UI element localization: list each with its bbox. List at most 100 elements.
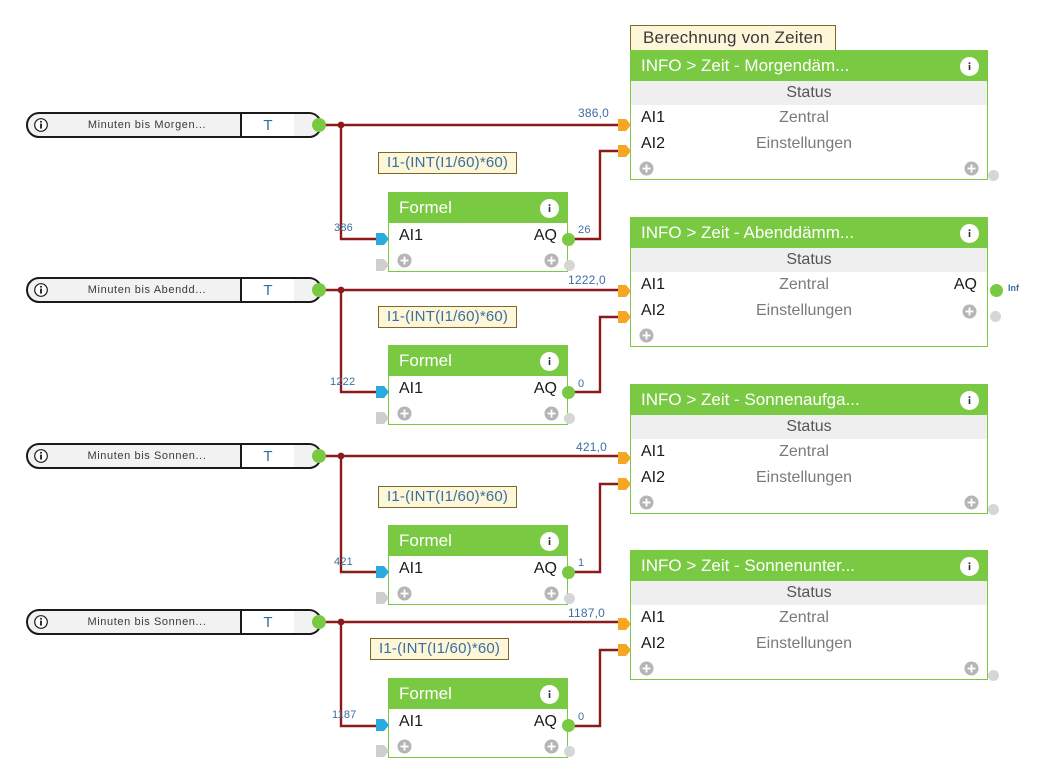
add-output-icon[interactable]	[544, 253, 559, 268]
add-output-icon[interactable]	[544, 586, 559, 601]
info-3-input-pin-ai2[interactable]	[618, 478, 631, 490]
input-node-terminal[interactable]: T	[240, 611, 294, 633]
formel-block-body: AI1 AQ	[389, 556, 567, 604]
info-4-output-pin-spare[interactable]	[988, 670, 999, 681]
info-icon[interactable]	[960, 390, 979, 410]
formel-3-output-pin[interactable]	[562, 566, 575, 579]
info-block-2[interactable]: INFO > Zeit - Abenddämm... Status AI1 Ze…	[630, 217, 988, 347]
info-2-output-extra-label: Inf	[1008, 283, 1019, 293]
add-input-icon[interactable]	[397, 739, 412, 754]
add-output-icon[interactable]	[964, 661, 979, 676]
formel-1-input-pin[interactable]	[376, 233, 389, 245]
info-block-header[interactable]: INFO > Zeit - Abenddämm...	[631, 218, 987, 248]
add-input-icon[interactable]	[639, 495, 654, 510]
info-1-input-pin-ai1[interactable]	[618, 119, 631, 131]
formel-4-input-value: 1187	[332, 709, 357, 721]
formel-block-3[interactable]: Formel AI1 AQ	[388, 525, 568, 605]
input-node-3[interactable]: Minuten bis Sonnen... T	[26, 443, 322, 469]
info-icon[interactable]	[28, 114, 54, 136]
info-icon[interactable]	[960, 223, 979, 243]
input-node-1[interactable]: Minuten bis Morgen... T	[26, 112, 322, 138]
info-status-value: Zentral	[779, 609, 829, 626]
add-output-icon[interactable]	[964, 495, 979, 510]
input-node-terminal[interactable]: T	[240, 279, 294, 301]
add-input-icon[interactable]	[397, 406, 412, 421]
add-input-icon[interactable]	[639, 328, 654, 343]
info-block-title: INFO > Zeit - Morgendäm...	[641, 56, 850, 75]
info-icon[interactable]	[540, 531, 559, 551]
info-block-header[interactable]: INFO > Zeit - Sonnenunter...	[631, 551, 987, 581]
add-input-icon[interactable]	[397, 253, 412, 268]
add-output-icon[interactable]	[943, 304, 977, 319]
input-node-1-output-pin[interactable]	[312, 118, 326, 132]
info-block-4[interactable]: INFO > Zeit - Sonnenunter... Status AI1 …	[630, 550, 988, 680]
info-add-row[interactable]	[631, 324, 987, 346]
add-output-icon[interactable]	[544, 739, 559, 754]
info-block-1[interactable]: INFO > Zeit - Morgendäm... Status AI1 Ze…	[630, 50, 988, 180]
formel-3-output-pin-spare[interactable]	[564, 593, 575, 604]
add-input-icon[interactable]	[639, 161, 654, 176]
info-add-row[interactable]	[631, 657, 987, 679]
add-input-icon[interactable]	[397, 586, 412, 601]
input-node-2[interactable]: Minuten bis Abendd... T	[26, 277, 322, 303]
info-4-input-pin-ai2[interactable]	[618, 644, 631, 656]
info-2-output-pin-spare[interactable]	[990, 311, 1001, 322]
info-block-header[interactable]: INFO > Zeit - Sonnenaufga...	[631, 385, 987, 415]
info-2-input-pin-ai1[interactable]	[618, 285, 631, 297]
input-node-terminal[interactable]: T	[240, 114, 294, 136]
info-icon[interactable]	[960, 56, 979, 76]
formel-block-2[interactable]: Formel AI1 AQ	[388, 345, 568, 425]
info-icon[interactable]	[28, 279, 54, 301]
info-1-input-pin-ai2[interactable]	[618, 145, 631, 157]
formel-add-row[interactable]	[389, 402, 567, 424]
formel-2-input-pin-spare[interactable]	[376, 412, 389, 424]
formel-2-output-pin[interactable]	[562, 386, 575, 399]
info-2-input-pin-ai2[interactable]	[618, 311, 631, 323]
info-block-header[interactable]: INFO > Zeit - Morgendäm...	[631, 51, 987, 81]
info-icon[interactable]	[28, 445, 54, 467]
formel-add-row[interactable]	[389, 582, 567, 604]
input-node-2-output-pin[interactable]	[312, 283, 326, 297]
info-3-output-pin-spare[interactable]	[988, 504, 999, 515]
info-4-input-pin-ai1[interactable]	[618, 618, 631, 630]
formel-2-input-pin[interactable]	[376, 386, 389, 398]
formel-block-1[interactable]: Formel AI1 AQ	[388, 192, 568, 272]
formel-block-header[interactable]: Formel	[389, 193, 567, 223]
add-output-icon[interactable]	[544, 406, 559, 421]
formel-1-output-pin-spare[interactable]	[564, 260, 575, 271]
formel-4-input-pin-spare[interactable]	[376, 745, 389, 757]
input-node-terminal[interactable]: T	[240, 445, 294, 467]
formel-3-input-pin[interactable]	[376, 566, 389, 578]
info-icon[interactable]	[540, 351, 559, 371]
formel-add-row[interactable]	[389, 735, 567, 757]
info-icon[interactable]	[28, 611, 54, 633]
info-block-3[interactable]: INFO > Zeit - Sonnenaufga... Status AI1 …	[630, 384, 988, 514]
add-input-icon[interactable]	[639, 661, 654, 676]
input-node-4[interactable]: Minuten bis Sonnen... T	[26, 609, 322, 635]
formel-add-row[interactable]	[389, 249, 567, 271]
info-3-input-pin-ai1[interactable]	[618, 452, 631, 464]
input-node-4-output-pin[interactable]	[312, 615, 326, 629]
formel-block-4[interactable]: Formel AI1 AQ	[388, 678, 568, 758]
formel-2-output-pin-spare[interactable]	[564, 413, 575, 424]
info-2-output-pin-aq[interactable]	[990, 284, 1003, 297]
formel-1-output-pin[interactable]	[562, 233, 575, 246]
formel-block-header[interactable]: Formel	[389, 679, 567, 709]
formel-4-input-pin[interactable]	[376, 719, 389, 731]
formel-3-input-pin-spare[interactable]	[376, 592, 389, 604]
wire-junction-1	[337, 121, 345, 129]
input-node-3-output-pin[interactable]	[312, 449, 326, 463]
info-add-row[interactable]	[631, 157, 987, 179]
formel-block-header[interactable]: Formel	[389, 526, 567, 556]
add-output-icon[interactable]	[964, 161, 979, 176]
info-icon[interactable]	[540, 684, 559, 704]
info-1-output-pin-spare[interactable]	[988, 170, 999, 181]
formel-4-output-pin[interactable]	[562, 719, 575, 732]
info-icon[interactable]	[960, 556, 979, 576]
info-icon[interactable]	[540, 198, 559, 218]
formel-1-output-value: 26	[578, 224, 591, 236]
info-add-row[interactable]	[631, 491, 987, 513]
formel-block-header[interactable]: Formel	[389, 346, 567, 376]
formel-4-output-pin-spare[interactable]	[564, 746, 575, 757]
formel-1-input-pin-spare[interactable]	[376, 259, 389, 271]
